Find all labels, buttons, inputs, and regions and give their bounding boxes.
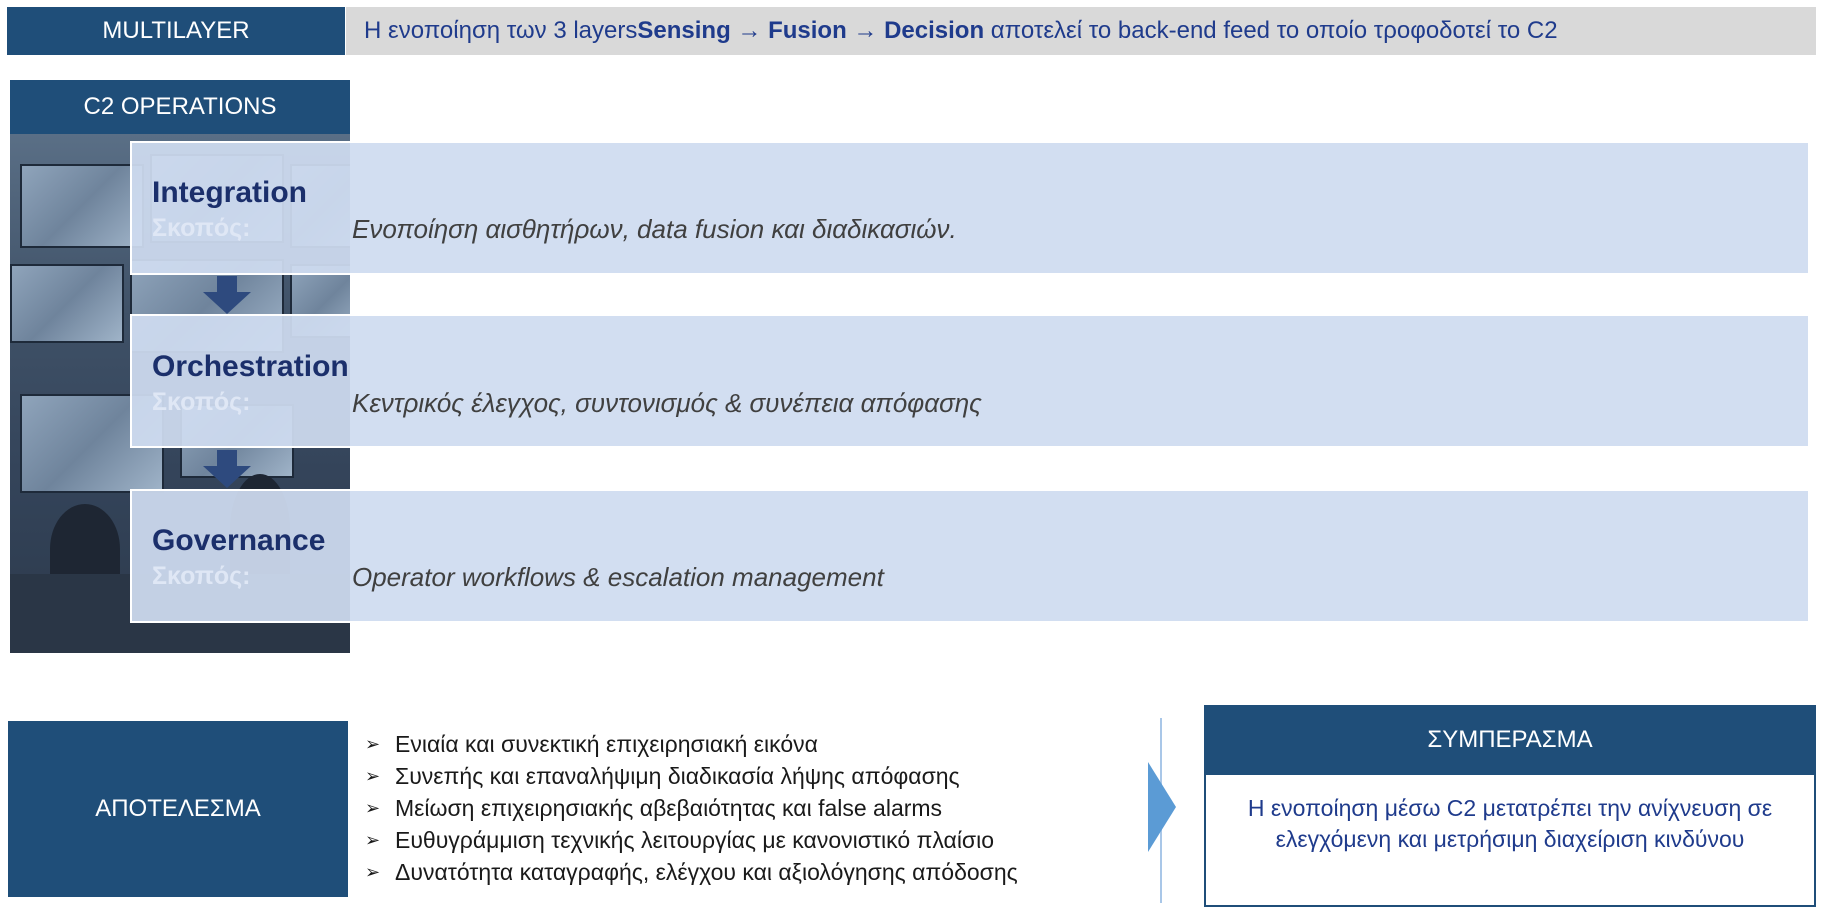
layer-title-orchestration: Orchestration: [152, 350, 349, 383]
list-item: ➢ Ευθυγράμμιση τεχνικής λειτουργίας με κα…: [365, 824, 1145, 856]
list-item: ➢ Δυνατότητα καταγραφής, ελέγχου και αξιο…: [365, 856, 1145, 888]
arrow-right-icon: →: [730, 17, 769, 44]
layer-decision: Decision: [884, 17, 985, 44]
c2-operations-title: C2 OPERATIONS: [83, 93, 277, 120]
bullet-arrow-icon: ➢: [365, 862, 381, 882]
down-arrow-icon: [203, 450, 251, 488]
conclusion-text: Η ενοποίηση μέσω C2 μετατρέπει την ανίχν…: [1204, 775, 1816, 907]
list-item-text: Ενιαία και συνεκτική επιχειρησιακή εικόν…: [395, 731, 818, 757]
bullet-arrow-icon: ➢: [365, 766, 381, 786]
layer-title-integration: Integration: [152, 176, 307, 209]
layer-goal-governance: Operator workflows & escalation manageme…: [352, 562, 884, 592]
layer-orchestration-box: [130, 314, 1810, 448]
list-item-text: Δυνατότητα καταγραφής, ελέγχου και αξιολ…: [395, 859, 1018, 885]
layer-sensing: Sensing: [637, 17, 731, 44]
result-list: ➢ Ενιαία και συνεκτική επιχειρησιακή εικό…: [365, 728, 1145, 888]
layer-goal-orchestration: Κεντρικός έλεγχος, συντονισμός & συνέπει…: [352, 388, 982, 418]
description-pre: Η ενοποίηση των 3 layers: [364, 17, 638, 44]
description-post: αποτελεί το back-end feed το οποίο τροφο…: [984, 17, 1558, 44]
bullet-arrow-icon: ➢: [365, 798, 381, 818]
down-arrow-icon: [203, 276, 251, 314]
list-item: ➢ Ενιαία και συνεκτική επιχειρησιακή εικό…: [365, 728, 1145, 760]
layer-governance-box: [130, 489, 1810, 623]
arrow-right-icon: →: [846, 17, 885, 44]
layer-integration-box: [130, 141, 1810, 275]
list-item: ➢ Μείωση επιχειρησιακής αβεβαιότητας και …: [365, 792, 1145, 824]
bullet-arrow-icon: ➢: [365, 830, 381, 850]
layer-goal-integration: Ενοποίηση αισθητήρων, data fusion και δι…: [352, 214, 957, 244]
result-title: ΑΠΟΤΕΛΕΣΜΑ: [95, 795, 261, 822]
multilayer-description: Η ενοποίηση των 3 layers Sensing → Fusio…: [346, 7, 1816, 55]
list-item-text: Ευθυγράμμιση τεχνικής λειτουργίας με καν…: [395, 827, 995, 853]
bullet-arrow-icon: ➢: [365, 734, 381, 754]
list-item: ➢ Συνεπής και επαναλήψιμη διαδικασία λήψη…: [365, 760, 1145, 792]
layer-goal-label: Σκοπός:: [152, 388, 251, 416]
conclusion-header: ΣΥΜΠΕΡΑΣΜΑ: [1204, 705, 1816, 775]
layer-fusion: Fusion: [768, 17, 847, 44]
list-item-text: Συνεπής και επαναλήψιμη διαδικασία λήψης…: [395, 763, 960, 789]
list-item-text: Μείωση επιχειρησιακής αβεβαιότητας και f…: [395, 795, 943, 821]
conclusion-title: ΣΥΜΠΕΡΑΣΜΑ: [1427, 726, 1593, 753]
c2-operations-header: C2 OPERATIONS: [10, 80, 350, 134]
layer-goal-label: Σκοπός:: [152, 214, 251, 242]
chevron-right-icon: [1148, 762, 1176, 852]
layer-goal-label: Σκοπός:: [152, 562, 251, 590]
layer-title-governance: Governance: [152, 524, 326, 557]
multilayer-tag-label: MULTILAYER: [102, 17, 250, 44]
multilayer-tag: MULTILAYER: [7, 7, 345, 55]
result-tag: ΑΠΟΤΕΛΕΣΜΑ: [8, 721, 348, 897]
